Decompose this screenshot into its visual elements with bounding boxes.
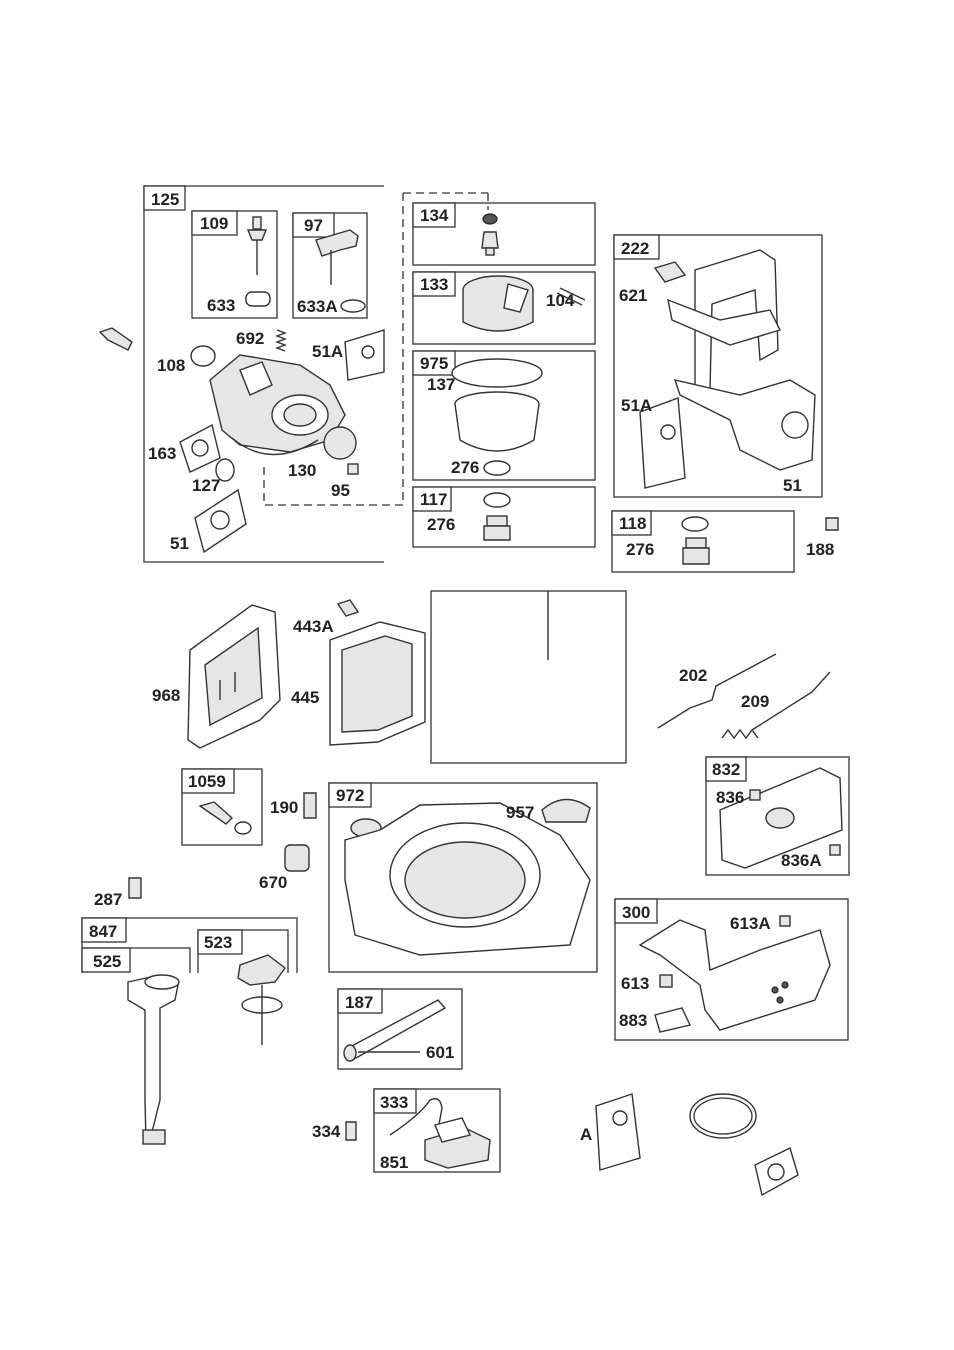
part-label-51-ctrl: 51 [783, 476, 802, 495]
inlet-needle-part [246, 217, 270, 306]
assembly-number-117: 117 [420, 490, 447, 509]
assembly-number-134: 134 [420, 206, 449, 225]
part-label-108: 108 [157, 356, 185, 375]
part-label-51-carb: 51 [170, 534, 189, 553]
part-label-621: 621 [619, 286, 647, 305]
muffler-group: 300 613A 613 883 [615, 899, 848, 1040]
part-label-633: 633 [207, 296, 235, 315]
bolt-kit-group: 1059 [182, 769, 262, 845]
throttle-plate-108 [191, 346, 215, 366]
ignition-armature-group: 333 851 [374, 1089, 500, 1172]
part-label-957: 957 [506, 803, 534, 822]
control-bracket-group: 222 621 51A 51 [614, 235, 822, 497]
air-cleaner-base-968 [188, 605, 280, 748]
assembly-number-222: 222 [621, 239, 649, 258]
choke-plate-130 [324, 427, 356, 459]
assembly-number-523: 523 [204, 933, 232, 952]
assembly-number-847: 847 [89, 922, 117, 941]
assembly-number-300: 300 [622, 903, 650, 922]
part-label-190: 190 [270, 798, 298, 817]
part-label-613A: 613A [730, 914, 771, 933]
dipstick-tube-group: 847 525 523 [82, 918, 297, 1144]
assembly-number-975: 975 [420, 354, 448, 373]
screw-188 [826, 518, 838, 530]
part-label-276-drain: 276 [626, 540, 654, 559]
part-label-334: 334 [312, 1122, 341, 1141]
part-label-209: 209 [741, 692, 769, 711]
part-label-613: 613 [621, 974, 649, 993]
part-label-130: 130 [288, 461, 316, 480]
fuel-line-group: 187 601 [338, 989, 462, 1069]
part-label-95: 95 [331, 481, 350, 500]
float-bowl-group: 975 137 276 [413, 351, 595, 480]
assembly-number-187: 187 [345, 993, 373, 1012]
muffler-guard-group: 832 836 836A [706, 757, 849, 875]
part-label-445: 445 [291, 688, 319, 707]
part-label-163: 163 [148, 444, 176, 463]
screw-334 [346, 1122, 356, 1140]
gasket-A [596, 1094, 640, 1170]
part-label-968: 968 [152, 686, 180, 705]
part-label-127: 127 [192, 476, 220, 495]
part-label-443A: 443A [293, 617, 334, 636]
o-ring [690, 1094, 756, 1138]
part-label-276-bowl: 276 [451, 458, 479, 477]
assembly-number-118: 118 [619, 514, 646, 533]
assembly-number-832: 832 [712, 760, 740, 779]
bolt-loose-left [100, 328, 132, 350]
governor-spring-209 [722, 672, 830, 738]
part-label-633A: 633A [297, 297, 338, 316]
part-label-287: 287 [94, 890, 122, 909]
part-label-A: A [580, 1125, 592, 1144]
part-label-836A: 836A [781, 851, 822, 870]
assembly-number-125: 125 [151, 190, 179, 209]
governor-link-202 [658, 654, 776, 728]
drain-group: 118 276 [612, 511, 794, 572]
part-label-836: 836 [716, 788, 744, 807]
bowl-nut-group: 117 276 [413, 487, 595, 547]
screw-287 [129, 878, 141, 898]
part-label-202: 202 [679, 666, 707, 685]
empty-callout-box [431, 591, 626, 763]
spring-692 [277, 330, 285, 351]
assembly-number-333: 333 [380, 1093, 408, 1112]
part-label-137: 137 [427, 375, 455, 394]
part-label-276-nut: 276 [427, 515, 455, 534]
assembly-number-1059: 1059 [188, 772, 226, 791]
part-label-883: 883 [619, 1011, 647, 1030]
assembly-number-972: 972 [336, 786, 364, 805]
needle-valve-group: 134 [413, 203, 595, 265]
part-label-851: 851 [380, 1153, 408, 1172]
fuel-tank-group: 972 [329, 783, 597, 972]
part-label-670: 670 [259, 873, 287, 892]
air-filter-445 [330, 622, 425, 745]
screw-95 [348, 464, 358, 474]
part-label-51A-ctrl: 51A [621, 396, 652, 415]
part-label-51A-carb: 51A [312, 342, 343, 361]
part-label-692: 692 [236, 329, 264, 348]
assembly-number-525: 525 [93, 952, 121, 971]
spacer-670 [285, 845, 309, 871]
screw-443A [338, 600, 358, 616]
part-label-601: 601 [426, 1043, 454, 1062]
assembly-number-97: 97 [304, 216, 323, 235]
assembly-number-109: 109 [200, 214, 228, 233]
float-group: 133 104 [413, 272, 595, 344]
screw-190 [304, 793, 316, 818]
part-label-104: 104 [546, 291, 575, 310]
part-label-188: 188 [806, 540, 834, 559]
assembly-number-133: 133 [420, 275, 448, 294]
